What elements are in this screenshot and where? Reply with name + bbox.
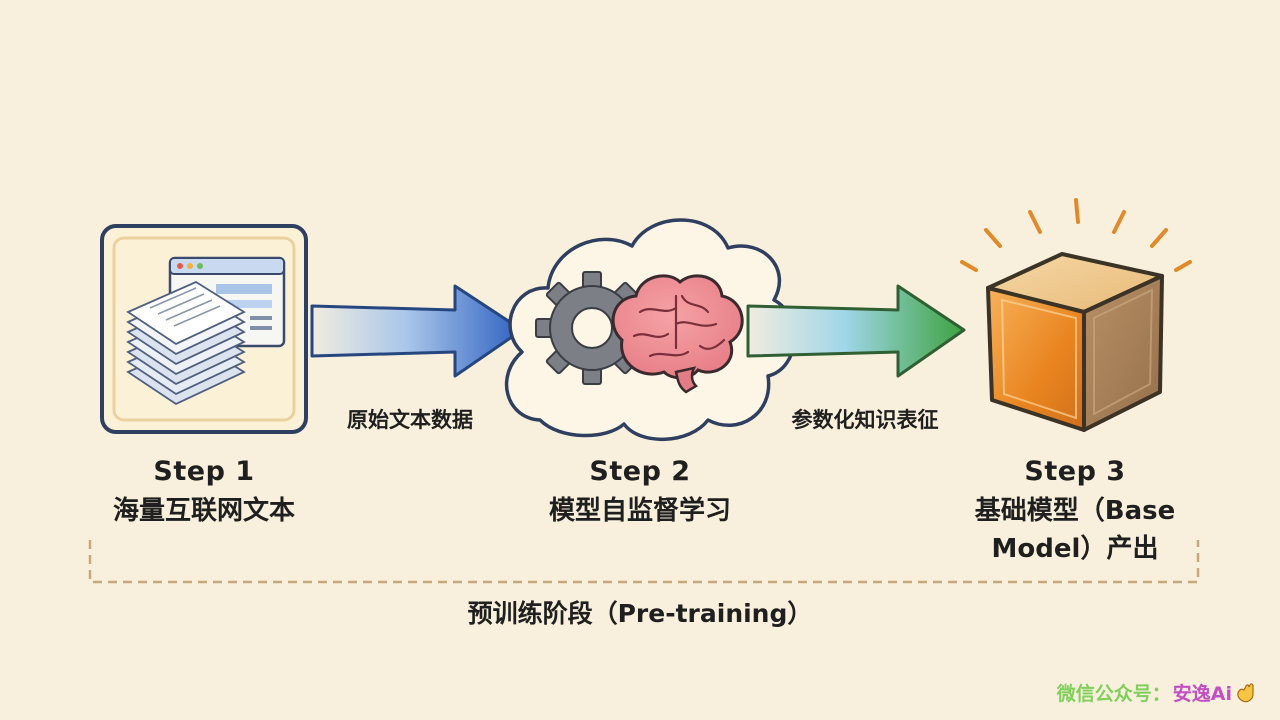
watermark-prefix: 微信公众号： [1056,683,1171,705]
hand-wave-icon [1237,682,1254,702]
phase-bracket [88,540,1200,584]
brain-icon [611,274,744,394]
step-1-title: 海量互联网文本 [112,496,295,526]
watermark: 微信公众号： 安逸Ai [1057,679,1258,706]
arrow-1 [310,284,524,378]
phase-label: 预训练阶段（Pre-training） [467,599,813,628]
step-3-title-line-2: Model）产出 [991,534,1159,564]
document-stack-icon [100,224,308,434]
step-2-title: 模型自监督学习 [548,496,731,526]
arrow-2-label: 参数化知识表征 [791,408,939,432]
watermark-name: 安逸Ai [1172,683,1232,705]
arrow-2 [746,284,966,378]
step-3-number: Step 3 [1024,456,1126,487]
glowing-cube-icon [960,198,1192,432]
arrow-1-label: 原始文本数据 [347,408,473,432]
step-3-title-line-1: 基础模型（Base [974,496,1176,526]
step-2-number: Step 2 [589,456,691,487]
step-1-number: Step 1 [153,456,255,487]
